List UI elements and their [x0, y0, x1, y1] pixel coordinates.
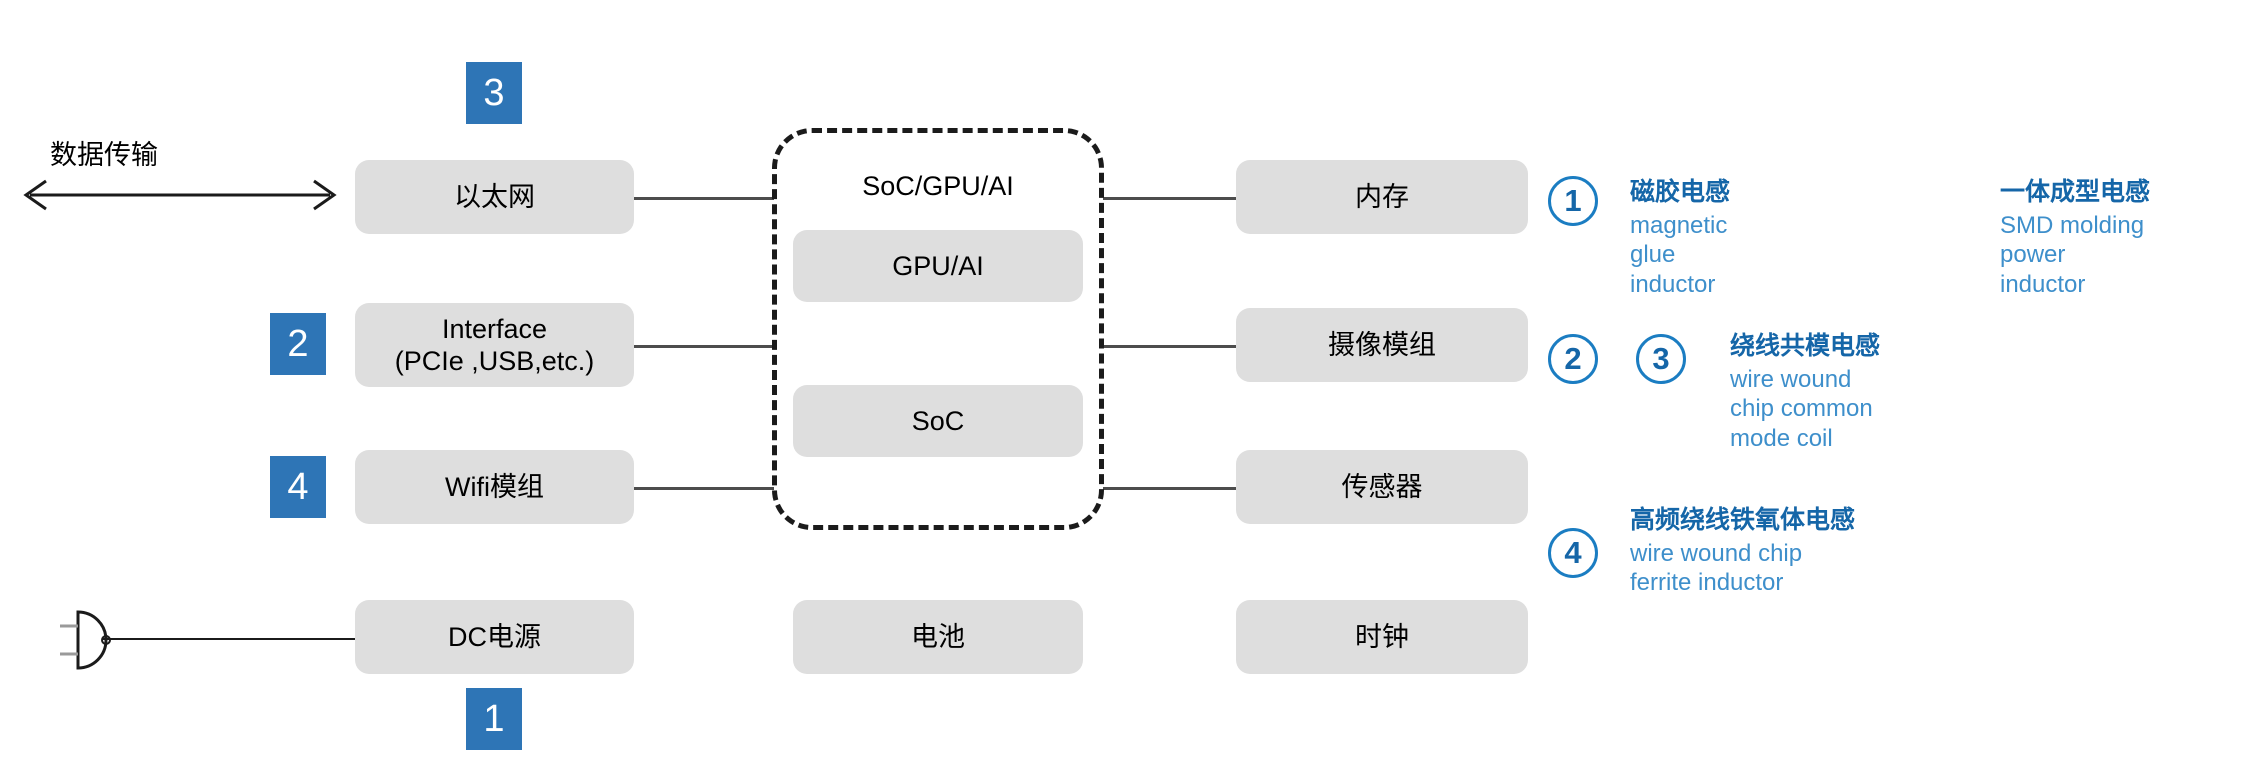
block-wifi-label: Wifi模组 — [445, 471, 544, 502]
connector-ethernet-to-soc — [634, 197, 774, 200]
block-dc-power-label: DC电源 — [448, 621, 541, 652]
legend-marker-1: 1 — [1548, 176, 1598, 226]
connector-plug-to-dc — [102, 638, 355, 640]
legend-cn-4: 高频绕线铁氧体电感 — [1630, 506, 1856, 534]
block-memory[interactable]: 内存 — [1236, 160, 1528, 234]
soc-gpu-ai-group: SoC/GPU/AI — [772, 128, 1104, 530]
block-interface-label-line2: (PCIe ,USB,etc.) — [394, 346, 595, 376]
block-soc[interactable]: SoC — [793, 385, 1083, 457]
block-wifi[interactable]: Wifi模组 — [355, 450, 634, 524]
legend-marker-4: 4 — [1548, 528, 1598, 578]
legend-en-3: wire wound chip common mode coil — [1730, 366, 1873, 452]
block-battery[interactable]: 电池 — [793, 600, 1083, 674]
block-battery-label: 电池 — [911, 621, 965, 652]
block-clock[interactable]: 时钟 — [1236, 600, 1528, 674]
legend-cn-1: 磁胶电感 — [1630, 178, 1731, 206]
block-ethernet-label: 以太网 — [454, 181, 535, 212]
power-plug-icon — [60, 610, 111, 670]
connector-soc-to-sensor — [1103, 487, 1236, 490]
legend-cn-3: 绕线共模电感 — [1730, 332, 1881, 360]
block-camera-module[interactable]: 摄像模组 — [1236, 308, 1528, 382]
block-gpu-ai[interactable]: GPU/AI — [793, 230, 1083, 302]
block-camera-module-label: 摄像模组 — [1328, 329, 1436, 360]
block-sensor[interactable]: 传感器 — [1236, 450, 1528, 524]
block-gpu-ai-label: GPU/AI — [892, 250, 984, 281]
block-clock-label: 时钟 — [1355, 621, 1409, 652]
legend-marker-2: 2 — [1548, 334, 1598, 384]
block-memory-label: 内存 — [1355, 181, 1409, 212]
soc-gpu-ai-group-title: SoC/GPU/AI — [862, 171, 1014, 201]
data-transfer-arrow — [23, 179, 337, 211]
block-dc-power[interactable]: DC电源 — [355, 600, 634, 674]
connector-soc-to-memory — [1103, 197, 1236, 200]
connector-soc-to-camera — [1103, 345, 1236, 348]
legend-en-1: magnetic glue inductor — [1630, 212, 1728, 298]
badge-interface: 2 — [270, 313, 326, 375]
badge-dc-power: 1 — [466, 688, 522, 750]
legend-en-4: wire wound chip ferrite inductor — [1630, 540, 1803, 597]
connector-wifi-to-soc — [634, 487, 774, 490]
legend-en-2: SMD molding power inductor — [2000, 212, 2145, 298]
badge-wifi: 4 — [270, 456, 326, 518]
block-soc-label: SoC — [911, 405, 965, 436]
block-interface-label-line1: Interface — [441, 313, 548, 344]
legend-cn-2: 一体成型电感 — [2000, 178, 2151, 206]
connector-interface-to-soc — [634, 345, 774, 348]
data-transfer-label: 数据传输 — [50, 140, 158, 170]
block-interface[interactable]: Interface (PCIe ,USB,etc.) — [355, 303, 634, 387]
block-sensor-label: 传感器 — [1341, 471, 1423, 502]
badge-ethernet: 3 — [466, 62, 522, 124]
block-ethernet[interactable]: 以太网 — [355, 160, 634, 234]
legend-marker-3: 3 — [1636, 334, 1686, 384]
